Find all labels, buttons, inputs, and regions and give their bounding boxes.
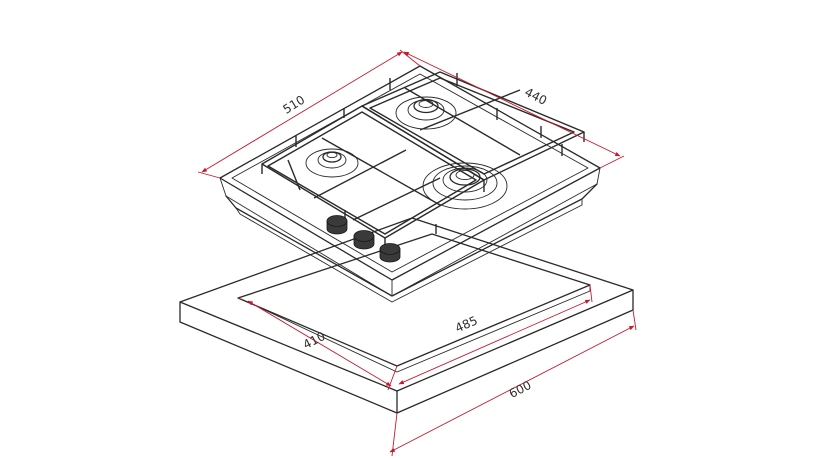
knob-2: [353, 230, 375, 250]
dim-line-cutout-depth: [247, 300, 392, 387]
dim-label-hob-width: 440: [522, 85, 549, 108]
small-burner: [305, 148, 359, 178]
dim-line-hob-width: [403, 51, 621, 157]
dim-label-counter-width: 600: [507, 378, 534, 401]
cutout-opening: [237, 233, 591, 367]
dim-label-cutout-width: 485: [453, 313, 480, 335]
dim-line-cutout-width: [398, 299, 591, 385]
knob-1: [326, 215, 348, 235]
dim-label-cutout-depth: 410: [301, 329, 328, 352]
countertop: [179, 217, 634, 414]
control-knobs: [326, 215, 401, 263]
dim-line-hob-depth: [201, 51, 403, 173]
dim-label-hob-depth: 510: [280, 93, 307, 117]
cutout-dimensions: 410 485 600: [237, 284, 637, 457]
dim-line-counter-width: [389, 325, 635, 453]
wok-burner: [422, 162, 508, 210]
knob-3: [379, 243, 401, 263]
hob-body: [225, 183, 598, 297]
hob-dimensions: 510 440: [197, 49, 625, 179]
